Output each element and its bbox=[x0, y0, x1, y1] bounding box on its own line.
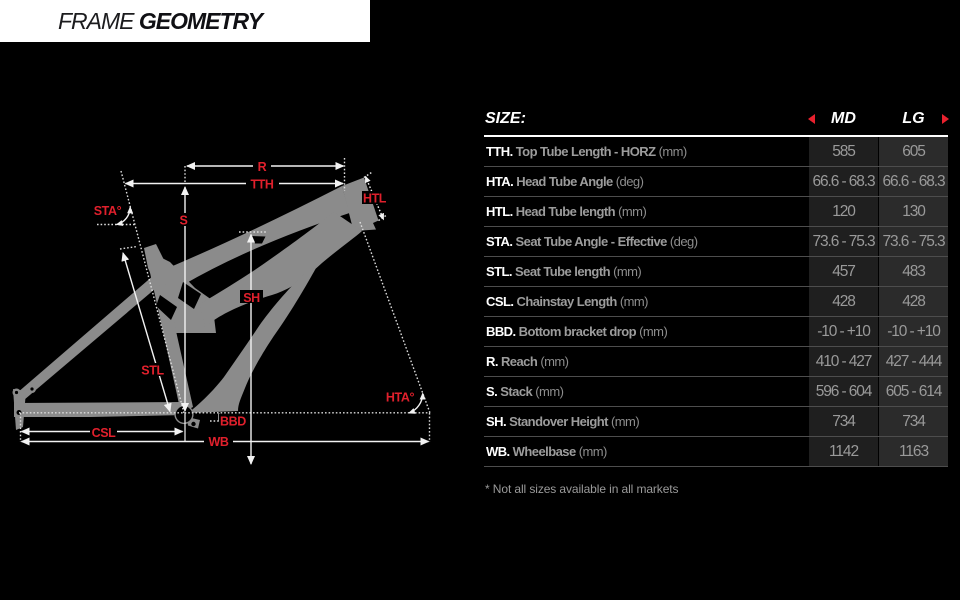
svg-text:HTL: HTL bbox=[363, 192, 387, 206]
svg-text:HTA°: HTA° bbox=[386, 391, 415, 405]
svg-text:BBD: BBD bbox=[220, 415, 246, 429]
svg-text:R: R bbox=[258, 160, 267, 174]
svg-text:STL: STL bbox=[141, 364, 164, 378]
svg-text:STA°: STA° bbox=[94, 204, 122, 218]
svg-text:S: S bbox=[180, 214, 188, 228]
svg-text:CSL: CSL bbox=[92, 426, 117, 440]
svg-text:SH: SH bbox=[243, 291, 260, 305]
svg-text:TTH: TTH bbox=[250, 178, 273, 192]
svg-text:WB: WB bbox=[208, 435, 228, 449]
